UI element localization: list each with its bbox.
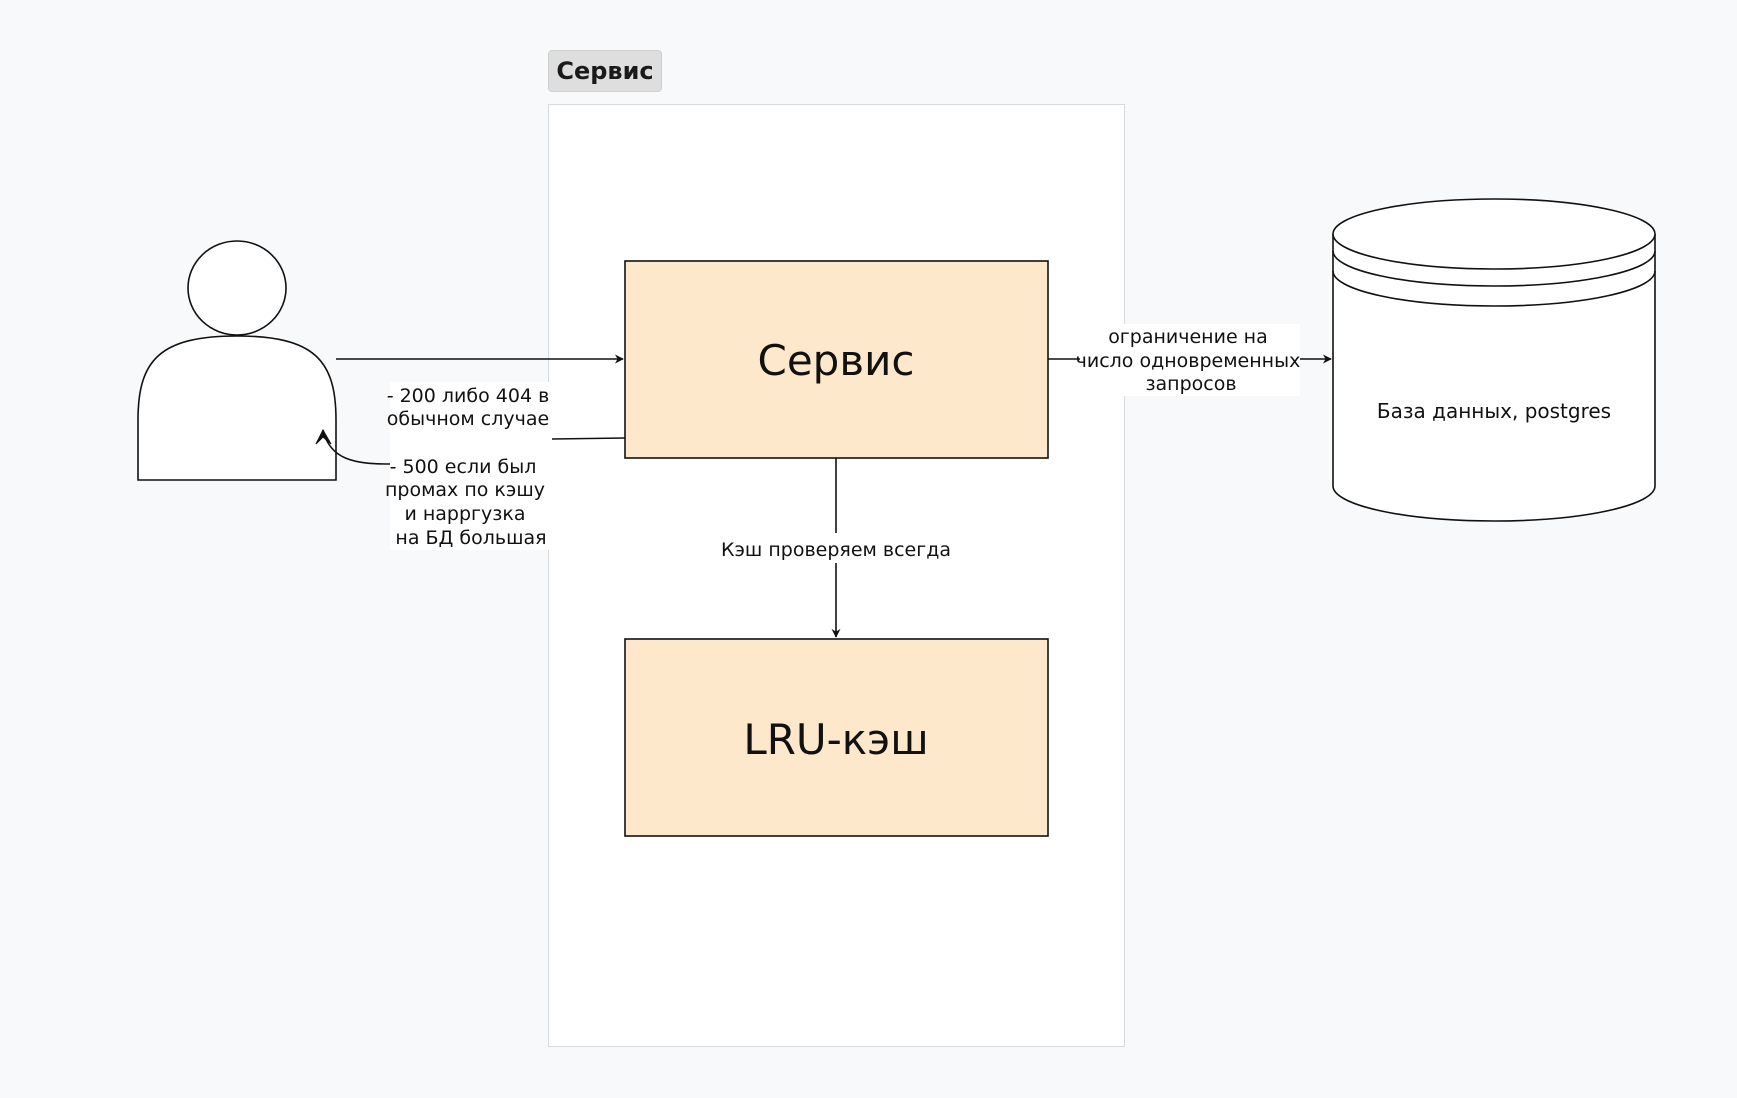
user-actor-head <box>187 240 287 336</box>
cache-label-bg <box>725 533 947 563</box>
response-label-line: - 200 либо 404 в <box>387 385 550 407</box>
response-label-bg <box>390 382 552 550</box>
db-label-bg <box>1080 324 1300 396</box>
cache-node-label: LRU-кэш <box>743 715 928 764</box>
edge-service-to-user-arrowhead <box>315 428 332 445</box>
database-node[interactable]: База данных, postgres <box>1332 198 1656 522</box>
response-label-line: на БД большая <box>395 527 546 549</box>
database-cylinder-ring <box>1332 250 1656 287</box>
database-cylinder-body <box>1332 234 1656 522</box>
user-actor-body <box>137 335 337 481</box>
db-label-line: ограничение на <box>1108 326 1268 348</box>
response-label-line: - 500 если был <box>390 456 537 478</box>
database-node-label: База данных, postgres <box>1377 399 1611 423</box>
user-actor[interactable] <box>137 240 337 481</box>
response-label-line: обычном случае <box>387 408 549 430</box>
response-label-line: промах по кэшу <box>385 479 545 501</box>
cache-edge-label: Кэш проверяем всегда <box>721 539 951 561</box>
service-frame-title[interactable]: Сервис <box>548 50 662 92</box>
response-label-line: и нарргузка <box>404 503 525 525</box>
db-label-line: число одновременных <box>1076 350 1301 372</box>
database-cylinder-top <box>1332 198 1656 270</box>
service-node-label: Сервис <box>758 336 915 385</box>
response-label: - 200 либо 404 в обычном случае - 500 ес… <box>385 385 555 549</box>
db-label-line: запросов <box>1145 373 1236 395</box>
db-edge-label: ограничение на число одновременных запро… <box>1076 326 1307 395</box>
database-cylinder-ring <box>1332 270 1656 307</box>
cache-node[interactable] <box>624 638 1049 837</box>
